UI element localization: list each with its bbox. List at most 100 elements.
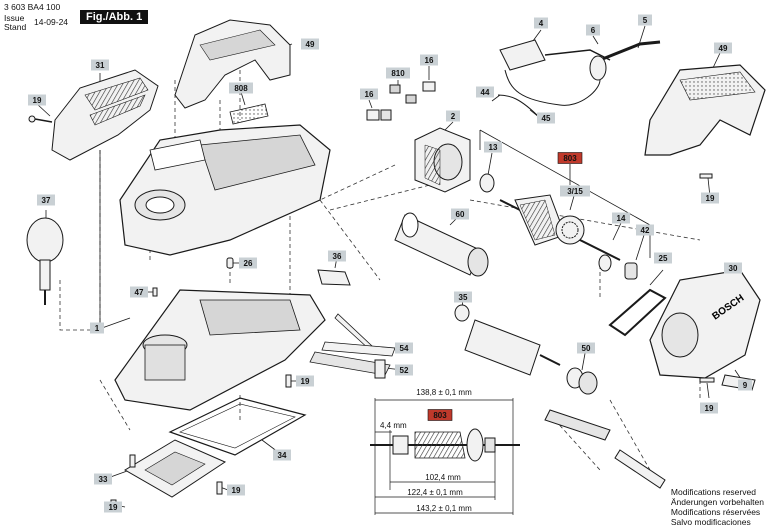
callout-box — [557, 152, 583, 164]
callout-box — [301, 38, 319, 50]
part-number: 3 603 BA4 100 — [4, 2, 61, 12]
callout-c803a: 803 — [557, 152, 583, 164]
dim-4-4: 4,4 mm — [380, 421, 407, 430]
part-34-plate-inner — [179, 403, 296, 449]
callout-box — [577, 342, 595, 354]
callout-c19e: 19 — [227, 484, 245, 496]
callout-box — [360, 88, 378, 100]
notes-block: Modifications reserved Änderungen vorbeh… — [671, 487, 764, 527]
callout-text: 14 — [617, 214, 626, 223]
callout-box — [296, 375, 314, 387]
callout-text: 42 — [641, 226, 650, 235]
callout-box — [738, 379, 752, 391]
callout-c49b: 49 — [714, 42, 732, 54]
issue-date: 14-09-24 — [34, 17, 69, 27]
callout-text: 52 — [400, 366, 409, 375]
callout-c47: 47 — [130, 286, 148, 298]
callout-box — [484, 141, 502, 153]
callout-text: 803 — [563, 154, 577, 163]
callout-box — [537, 112, 555, 124]
callout-box — [638, 14, 652, 26]
callout-text: 19 — [705, 404, 714, 413]
callout-box — [534, 17, 548, 29]
callout-text: 36 — [333, 252, 342, 261]
callout-c25: 25 — [654, 252, 672, 264]
callout-box — [724, 262, 742, 274]
callout-c16b: 16 — [360, 88, 378, 100]
callout-box — [104, 501, 122, 513]
callout-box — [451, 208, 469, 220]
callout-box — [28, 94, 46, 106]
callout-c13: 13 — [484, 141, 502, 153]
part-60-tube — [394, 212, 489, 277]
callout-box — [273, 449, 291, 461]
callout-box — [654, 252, 672, 264]
part-50-bearings — [566, 367, 598, 395]
callout-c808: 808 — [229, 82, 253, 94]
callout-c50: 50 — [577, 342, 595, 354]
part-19-screw-rear — [699, 173, 713, 179]
callout-c42: 42 — [636, 224, 654, 236]
callout-c31: 31 — [91, 59, 109, 71]
part-19-screw-cover — [699, 377, 715, 383]
part-26-spring — [226, 257, 234, 269]
callout-c16a: 16 — [420, 54, 438, 66]
callout-box — [395, 342, 413, 354]
callout-text: 6 — [591, 26, 596, 35]
armature-dimension-drawing — [370, 398, 520, 515]
callout-box — [714, 42, 732, 54]
callout-text: 35 — [459, 293, 468, 302]
callout-text: 5 — [643, 16, 648, 25]
part-34-plate — [168, 397, 307, 456]
part-810-16-contacts — [366, 81, 436, 121]
part-31-cover — [51, 69, 159, 161]
callout-text: 16 — [425, 56, 434, 65]
callout-text: 19 — [33, 96, 42, 105]
callout-text: 25 — [659, 254, 668, 263]
callout-c2: 2 — [446, 110, 460, 122]
callout-text: 3/15 — [567, 187, 583, 196]
callout-text: 19 — [301, 377, 310, 386]
note-line: Salvo modificaciones — [670, 517, 751, 527]
callout-c3_15: 3/15 — [560, 185, 590, 197]
callout-box — [560, 185, 590, 197]
callout-c54: 54 — [395, 342, 413, 354]
callout-c803b: 803 — [427, 409, 453, 421]
callout-box — [612, 212, 630, 224]
callout-box — [229, 82, 253, 94]
callout-box — [427, 409, 453, 421]
callout-c26: 26 — [239, 257, 257, 269]
callout-box — [586, 24, 600, 36]
callout-c44: 44 — [476, 86, 494, 98]
part-25-belt — [608, 288, 667, 337]
callout-c19d: 19 — [700, 402, 718, 414]
callout-text: 4 — [539, 19, 544, 28]
callout-text: 19 — [706, 194, 715, 203]
callout-text: 45 — [542, 114, 551, 123]
part-30-belt-cover: BOSCH — [649, 269, 761, 379]
callout-text: 30 — [729, 264, 738, 273]
callout-c33: 33 — [94, 473, 112, 485]
callout-c19c: 19 — [296, 375, 314, 387]
callout-text: 16 — [365, 90, 374, 99]
callout-c1: 1 — [90, 322, 104, 334]
callout-c6: 6 — [586, 24, 600, 36]
callout-c37: 37 — [37, 194, 55, 206]
dim-143-2: 143,2 ± 0,1 mm — [416, 504, 472, 513]
callout-c35: 35 — [454, 291, 472, 303]
callout-text: 1 — [95, 324, 100, 333]
callout-text: 19 — [109, 503, 118, 512]
callout-c19b: 19 — [701, 192, 719, 204]
callout-c19f: 19 — [104, 501, 122, 513]
callout-c5: 5 — [638, 14, 652, 26]
dimension-labels: 138,8 ± 0,1 mm 4,4 mm 102,4 mm 122,4 ± 0… — [380, 388, 472, 513]
callout-c810: 810 — [386, 67, 410, 79]
part-37-knob — [26, 217, 64, 305]
callout-box — [476, 86, 494, 98]
callout-box — [701, 192, 719, 204]
callout-text: 50 — [582, 344, 591, 353]
callout-box — [91, 59, 109, 71]
callout-c34: 34 — [273, 449, 291, 461]
